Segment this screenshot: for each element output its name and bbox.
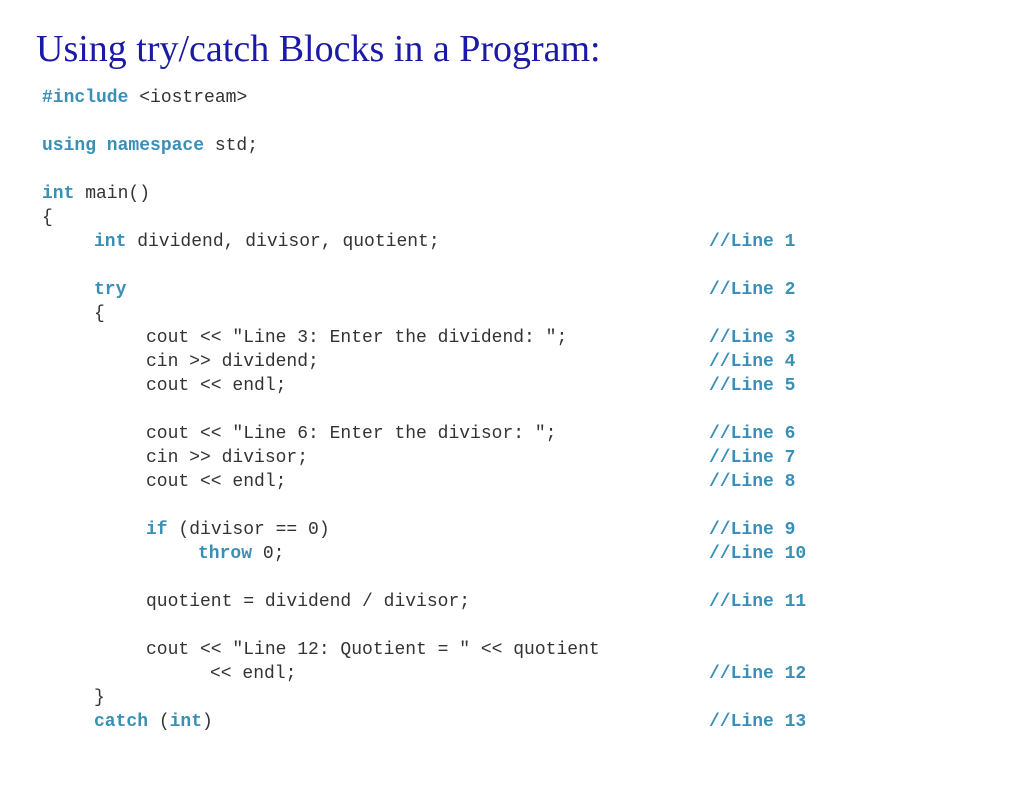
code-line-7: cin >> divisor; //Line 7 (42, 446, 862, 470)
blank-line (42, 110, 862, 134)
statement: int dividend, divisor, quotient; (94, 230, 440, 254)
keyword: #include (42, 88, 129, 108)
code-text: cin >> dividend; (146, 352, 319, 372)
code-text: cout << endl; (146, 472, 287, 492)
code-line-12: << endl; //Line 12 (42, 662, 862, 686)
code-line-2: try //Line 2 (42, 278, 862, 302)
code-text: cin >> divisor; (146, 448, 309, 468)
code-line-13: catch (int) //Line 13 (42, 710, 862, 734)
blank-line (42, 398, 862, 422)
statement: #include <iostream> (42, 86, 247, 110)
line-comment: //Line 1 (709, 232, 796, 252)
code-text: ) (202, 712, 213, 732)
statement: catch (int) (94, 710, 213, 734)
line-comment: //Line 3 (709, 328, 796, 348)
code-line-10: throw 0; //Line 10 (42, 542, 862, 566)
keyword: catch (94, 712, 149, 732)
code-text: { (42, 208, 53, 228)
code-listing: #include <iostream> using namespace std;… (42, 86, 862, 734)
code-text: std; (204, 136, 259, 156)
code-text: << endl; (210, 664, 297, 684)
statement: int main() (42, 182, 150, 206)
line-comment: //Line 8 (709, 472, 796, 492)
keyword: int (94, 232, 127, 252)
keyword: int (169, 712, 203, 732)
line-comment: //Line 7 (709, 448, 796, 468)
code-line-try-close-brace: } (42, 686, 862, 710)
blank-line (42, 494, 862, 518)
code-line-4: cin >> dividend; //Line 4 (42, 350, 862, 374)
line-comment: //Line 12 (709, 664, 807, 684)
line-comment: //Line 5 (709, 376, 796, 396)
code-text: cout << "Line 3: Enter the dividend: "; (146, 328, 568, 348)
code-text: 0; (252, 544, 285, 564)
keyword: using namespace (42, 136, 205, 156)
code-line-11: quotient = dividend / divisor; //Line 11 (42, 590, 862, 614)
blank-line (42, 614, 862, 638)
keyword: throw (198, 544, 253, 564)
code-line-5: cout << endl; //Line 5 (42, 374, 862, 398)
code-text: { (94, 304, 105, 324)
statement: throw 0; (198, 542, 284, 566)
code-text: <iostream> (128, 88, 248, 108)
line-comment: //Line 9 (709, 520, 796, 540)
code-text: (divisor == 0) (167, 520, 330, 540)
line-comment: //Line 2 (709, 280, 796, 300)
code-line-8: cout << endl; //Line 8 (42, 470, 862, 494)
code-line-main: int main() (42, 182, 862, 206)
code-line-include: #include <iostream> (42, 86, 862, 110)
blank-line (42, 158, 862, 182)
code-line-12a: cout << "Line 12: Quotient = " << quotie… (42, 638, 862, 662)
code-line-using: using namespace std; (42, 134, 862, 158)
keyword: if (146, 520, 168, 540)
slide-title: Using try/catch Blocks in a Program: (36, 28, 601, 70)
keyword: try (94, 280, 127, 300)
code-text: cout << endl; (146, 376, 287, 396)
line-comment: //Line 10 (709, 544, 807, 564)
statement: if (divisor == 0) (146, 518, 330, 542)
line-comment: //Line 6 (709, 424, 796, 444)
code-text: cout << "Line 12: Quotient = " << quotie… (146, 640, 600, 660)
code-text: dividend, divisor, quotient; (126, 232, 440, 252)
blank-line (42, 566, 862, 590)
line-comment: //Line 4 (709, 352, 796, 372)
line-comment: //Line 11 (709, 592, 807, 612)
code-line-6: cout << "Line 6: Enter the divisor: "; /… (42, 422, 862, 446)
code-line-9: if (divisor == 0) //Line 9 (42, 518, 862, 542)
code-text: cout << "Line 6: Enter the divisor: "; (146, 424, 557, 444)
statement: using namespace std; (42, 134, 258, 158)
blank-line (42, 254, 862, 278)
code-line-try-open-brace: { (42, 302, 862, 326)
code-text: } (94, 688, 105, 708)
code-text: quotient = dividend / divisor; (146, 592, 471, 612)
code-line-3: cout << "Line 3: Enter the dividend: "; … (42, 326, 862, 350)
keyword: int (42, 184, 75, 204)
code-text: main() (74, 184, 151, 204)
code-line-main-open-brace: { (42, 206, 862, 230)
code-line-1: int dividend, divisor, quotient; //Line … (42, 230, 862, 254)
code-text: ( (148, 712, 170, 732)
line-comment: //Line 13 (709, 712, 807, 732)
